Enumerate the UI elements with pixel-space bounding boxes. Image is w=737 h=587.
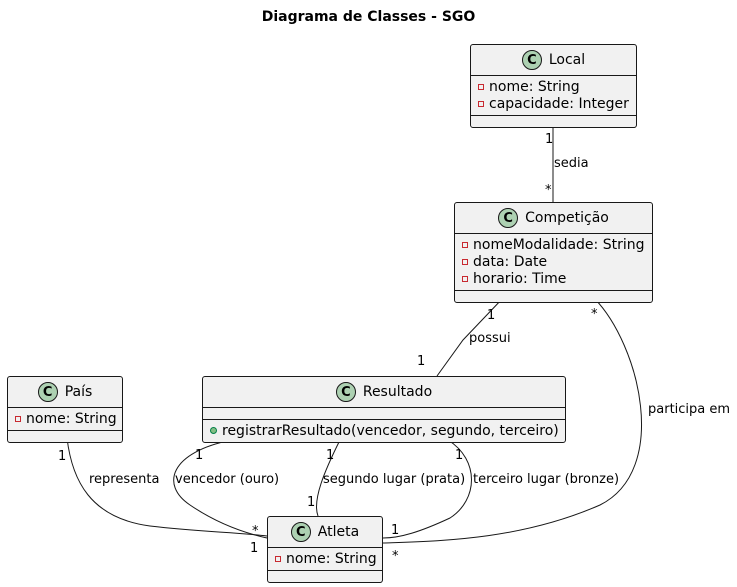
methods-section: registrarResultado(vencedor, segundo, te… [203,420,565,442]
mult-atleta-ouro: * [252,524,259,539]
attributes-section: nome: String [268,548,382,571]
mult-resultado-prata: 1 [326,448,334,463]
class-c-icon: C [37,382,58,402]
mult-atleta-bronze: 1 [391,523,399,538]
attribute-row: nomeModalidade: String [455,236,652,253]
public-icon [210,427,217,434]
class-header: C Competição [455,203,652,234]
attribute-text: capacidade: Integer [489,95,629,112]
label-terceiro-lugar-bronze: terceiro lugar (bronze) [473,472,619,487]
mult-resultado-ouro: 1 [195,448,203,463]
class-header: C Resultado [203,377,565,408]
private-icon [478,100,484,107]
class-header: C Local [471,45,636,76]
edge-resultado-atleta-prata [316,439,341,517]
class-name: Competição [525,210,609,226]
attribute-text: nome: String [286,550,377,567]
class-header: C Atleta [268,517,382,548]
attributes-section [203,408,565,420]
label-segundo-lugar-prata: segundo lugar (prata) [323,472,465,487]
private-icon [462,241,468,248]
mult-atleta-representa: 1 [250,541,258,556]
class-name: País [64,384,93,400]
attribute-text: data: Date [473,253,548,270]
class-competicao[interactable]: C Competição nomeModalidade: String data… [454,202,653,303]
mult-atleta-participa: * [392,549,399,564]
diagram-title: Diagrama de Classes - SGO [261,9,476,25]
class-atleta[interactable]: C Atleta nome: String [267,516,383,583]
label-sedia: sedia [554,156,589,171]
class-c-icon: C [290,522,311,542]
class-pais[interactable]: C País nome: String [7,376,123,443]
label-participa-em: participa em [648,402,730,417]
class-c-icon: C [521,50,542,70]
class-c-icon: C [498,208,519,228]
private-icon [462,275,468,282]
attribute-row: nome: String [471,78,636,95]
class-c-icon: C [335,382,356,402]
attribute-text: nomeModalidade: String [473,236,645,253]
edge-resultado-atleta-bronze [382,439,472,539]
attributes-section: nomeModalidade: String data: Date horari… [455,234,652,291]
edge-pais-atleta [66,437,268,537]
attributes-section: nome: String capacidade: Integer [471,76,636,116]
mult-competicao-participa: * [591,307,598,322]
class-resultado[interactable]: C Resultado registrarResultado(vencedor,… [202,376,566,443]
attributes-section: nome: String [8,408,122,431]
method-row: registrarResultado(vencedor, segundo, te… [203,422,565,439]
class-header: C País [8,377,122,408]
private-icon [462,258,468,265]
mult-local-sedia: 1 [545,132,553,147]
class-local[interactable]: C Local nome: String capacidade: Integer [470,44,637,128]
methods-section [8,431,122,442]
class-name: Local [548,52,586,68]
attribute-row: horario: Time [455,270,652,287]
attribute-text: nome: String [489,78,580,95]
label-vencedor-ouro: vencedor (ouro) [175,472,279,487]
method-text: registrarResultado(vencedor, segundo, te… [222,422,559,439]
attribute-text: horario: Time [473,270,567,287]
attribute-text: nome: String [26,410,117,427]
methods-section [268,571,382,582]
attribute-row: capacidade: Integer [471,95,636,112]
class-name: Atleta [317,524,360,540]
label-representa: representa [89,472,159,487]
private-icon [478,83,484,90]
methods-section [455,291,652,302]
mult-pais-representa: 1 [58,449,66,464]
mult-atleta-prata: 1 [307,495,315,510]
edge-competicao-atleta [382,297,642,544]
private-icon [275,555,281,562]
attribute-row: nome: String [268,550,382,567]
edge-competicao-resultado [436,297,504,377]
class-name: Resultado [362,384,433,400]
mult-competicao-sedia: * [545,183,552,198]
label-possui: possui [469,331,511,346]
attribute-row: nome: String [8,410,122,427]
mult-resultado-bronze: 1 [455,448,463,463]
attribute-row: data: Date [455,253,652,270]
methods-section [471,116,636,127]
private-icon [15,415,21,422]
mult-competicao-possui: 1 [487,308,495,323]
edge-resultado-atleta-ouro [173,439,268,539]
mult-resultado-possui: 1 [417,354,425,369]
